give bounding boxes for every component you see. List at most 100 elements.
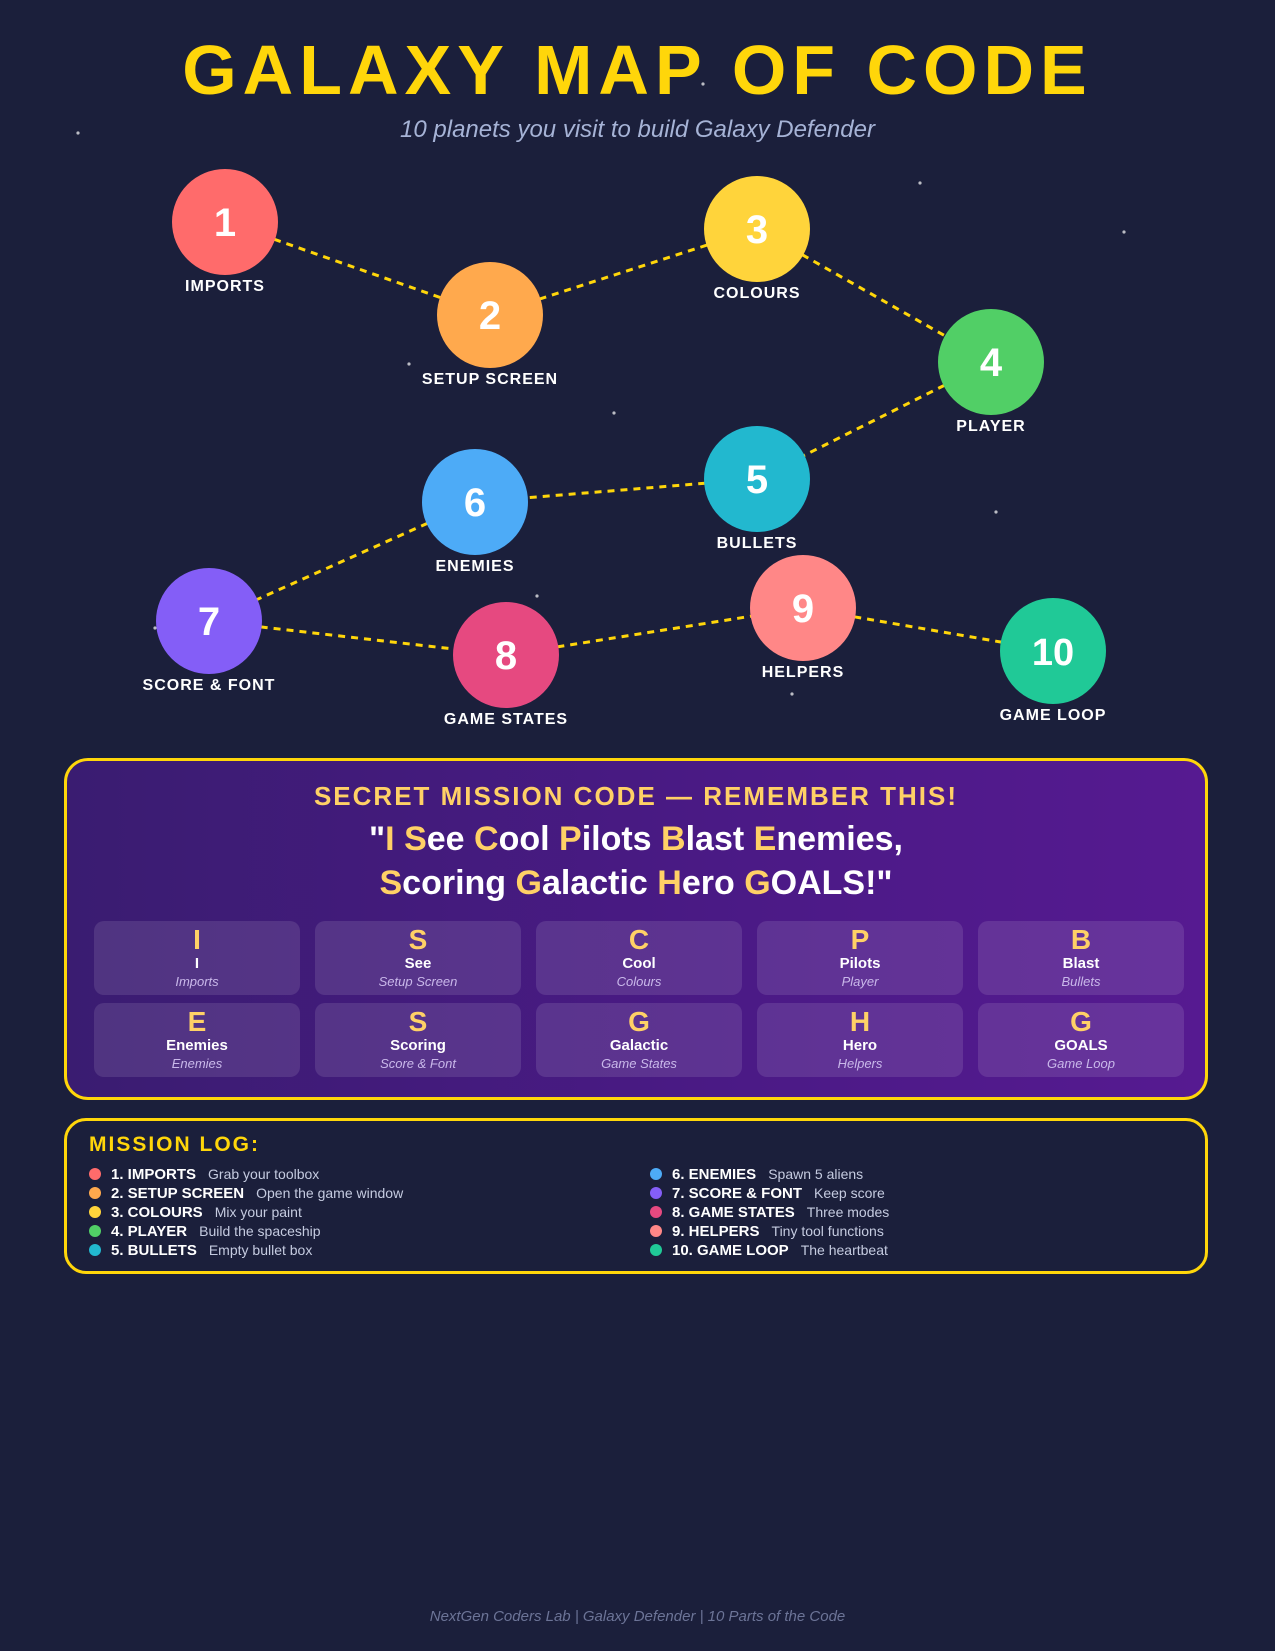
color-dot-icon: [650, 1168, 662, 1180]
planet-7-circle: [156, 568, 262, 674]
mission-log-item-name: 2. SETUP SCREEN: [111, 1185, 245, 1202]
mnemonic-cell-part: Bullets: [1061, 974, 1101, 989]
planet-3-circle: [704, 176, 810, 282]
planet-1-number: 1: [214, 201, 236, 245]
star: [153, 626, 157, 630]
mnemonic-cell-word: Cool: [622, 955, 656, 972]
orbit-path-6-7: [208, 500, 476, 623]
planet-10-number: 10: [1032, 632, 1074, 674]
mission-log-item-name: 4. PLAYER: [111, 1223, 188, 1240]
mnemonic-cell-word: I: [194, 955, 200, 972]
mnemonic-initial: H: [657, 864, 682, 902]
mission-log-item-name: 8. GAME STATES: [672, 1204, 795, 1221]
mnemonic-word-rest: ilots: [581, 820, 662, 858]
mnemonic-initial: E: [753, 820, 777, 858]
mission-log-item-desc: Open the game window: [256, 1185, 404, 1201]
planet-4-number: 4: [980, 341, 1003, 385]
planet-3-label: COLOURS: [714, 285, 801, 302]
mission-log-item-desc: The heartbeat: [800, 1242, 888, 1258]
mnemonic-initial: S: [404, 820, 427, 858]
planet-5-number: 5: [746, 458, 768, 502]
color-dot-icon: [89, 1244, 101, 1256]
mission-log-item-desc: Tiny tool functions: [771, 1223, 884, 1239]
mission-log-item-desc: Grab your toolbox: [208, 1166, 320, 1182]
planet-9-number: 9: [792, 587, 814, 631]
mnemonic-cell-part: Enemies: [171, 1056, 223, 1071]
mnemonic-cell-word: GOALS: [1054, 1037, 1108, 1054]
planet-5-circle: [704, 426, 810, 532]
planet-5-label: BULLETS: [717, 535, 798, 552]
mission-log-item-name: 6. ENEMIES: [672, 1166, 757, 1183]
mnemonic-word-rest: alactic: [541, 864, 658, 902]
mnemonic-word-rest: ee: [426, 820, 475, 858]
mnemonic-word-rest: coring: [402, 864, 516, 902]
star: [790, 692, 794, 696]
mnemonic-cell-letter: B: [1070, 924, 1092, 955]
mission-log-item-desc: Empty bullet box: [208, 1242, 313, 1258]
mnemonic-initial: G: [515, 864, 542, 902]
planet-10-label: GAME LOOP: [1000, 707, 1107, 724]
mnemonic-cell-letter: P: [850, 924, 870, 955]
mnemonic-cell-letter: E: [187, 1006, 207, 1037]
mnemonic-cell-word: Hero: [842, 1037, 878, 1054]
mnemonic-initial: S: [379, 864, 403, 902]
mnemonic-cell-part: Colours: [616, 974, 662, 989]
planet-3-number: 3: [746, 208, 768, 252]
planet-6-label: ENEMIES: [435, 558, 514, 575]
mnemonic-word-rest: ero: [681, 864, 745, 902]
mission-log-item-desc: Three modes: [806, 1204, 890, 1220]
mnemonic-cell-letter: H: [849, 1006, 871, 1037]
planet-9-label: HELPERS: [762, 664, 845, 681]
star: [407, 362, 411, 366]
mission-log-item: 9. HELPERS Tiny tool functions: [650, 1222, 889, 1241]
planet-8-label: GAME STATES: [444, 711, 568, 728]
mnemonic-word-rest: last: [685, 820, 754, 858]
star: [701, 82, 705, 86]
planet-9-circle: [750, 555, 856, 661]
star: [1122, 230, 1126, 234]
mission-log-item-name: 3. COLOURS: [111, 1204, 203, 1221]
mnemonic-cell-word: Enemies: [166, 1037, 228, 1054]
planet-4-label: PLAYER: [956, 418, 1025, 435]
mnemonic-cell-part: Score & Font: [380, 1056, 456, 1071]
planet-2-label: SETUP SCREEN: [422, 371, 558, 388]
color-dot-icon: [650, 1206, 662, 1218]
mnemonic-word-rest: [395, 820, 404, 858]
mission-log-item-desc: Spawn 5 aliens: [768, 1166, 864, 1182]
mnemonic-initial: P: [559, 820, 582, 858]
color-dot-icon: [89, 1187, 101, 1199]
mnemonic-cell-word: Galactic: [609, 1037, 669, 1054]
mission-log-item-name: 7. SCORE & FONT: [672, 1185, 803, 1202]
mnemonic-line-2: Scoring Galactic Hero GOALS!": [67, 861, 1205, 905]
mnemonic-cell-part: Helpers: [837, 1056, 883, 1071]
footer: NextGen Coders Lab | Galaxy Defender | 1…: [429, 1608, 846, 1625]
mnemonic-initial: C: [474, 820, 499, 858]
mnemonic-cell-word: Blast: [1062, 955, 1100, 972]
mnemonic-initial: I: [385, 820, 395, 858]
star: [612, 411, 616, 415]
planet-2-circle: [437, 262, 543, 368]
page-subtitle: 10 planets you visit to build Galaxy Def…: [400, 116, 875, 143]
mission-log-item-name: 9. HELPERS: [672, 1223, 760, 1240]
mnemonic-cell-letter: S: [408, 924, 428, 955]
star: [994, 510, 998, 514]
mnemonic-cell-word: Pilots: [839, 955, 881, 972]
mnemonic-quote: ": [369, 820, 386, 858]
